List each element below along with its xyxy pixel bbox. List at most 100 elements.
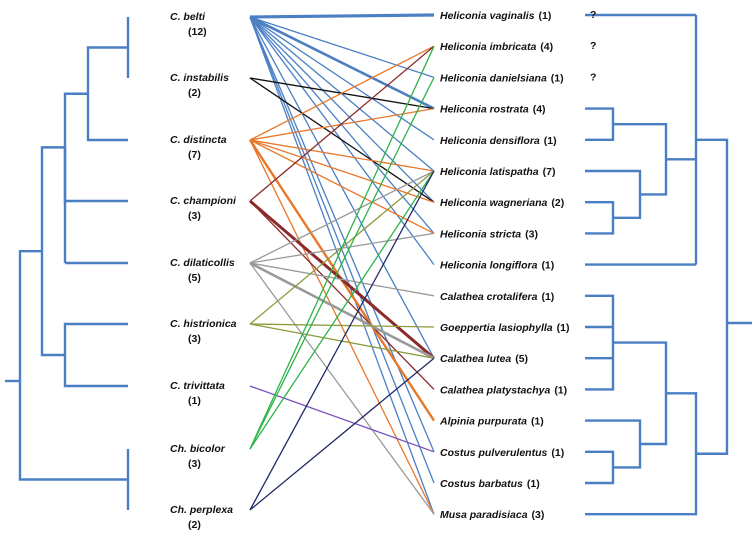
plant-labels: Heliconia vaginalis(1)?Heliconia imbrica…: [439, 9, 596, 521]
beetle-c-dilaticollis: C. dilaticollis(5): [170, 257, 235, 284]
plant-name: Costus barbatus: [440, 478, 523, 490]
clade-marantaceae: [585, 294, 615, 391]
plant-label: Heliconia longiflora(1): [440, 260, 554, 272]
beetle-c-distincta: C. distincta(7): [170, 134, 227, 161]
link-c-belti-heliconia-latispatha: [249, 16, 435, 172]
plant-name: Heliconia densiflora: [440, 135, 540, 147]
link-c-belti-heliconia-wagneriana: [249, 16, 435, 203]
plant-count: (4): [533, 104, 546, 116]
plant-label: Costus barbatus (1): [440, 478, 540, 490]
link-c-championi-heliconia-imbricata: [249, 45, 435, 202]
plant-name: Musa paradisiaca: [440, 509, 528, 521]
plant-label: Heliconia vaginalis(1): [440, 10, 551, 22]
plant-name: Calathea crotalifera: [440, 291, 538, 303]
link-c-distincta-heliconia-wagneriana: [249, 139, 435, 203]
link-ch-perplexa-calathea-lutea: [249, 357, 435, 511]
link-c-distincta-heliconia-stricta: [249, 139, 435, 234]
link-c-dilaticollis-musa-paradisiaca: [249, 262, 435, 515]
beetle-c-histrionica: C. histrionica(3): [170, 318, 237, 345]
plant-heliconia-rostrata: Heliconia rostrata (4): [440, 104, 546, 116]
plant-name: Heliconia vaginalis: [440, 10, 535, 22]
beetle-c-instabilis: C. instabilis(2): [170, 72, 229, 99]
beetle-phylogeny-tree: [5, 17, 130, 510]
link-ch-bicolor-heliconia-imbricata: [249, 45, 435, 450]
plant-count: (3): [525, 228, 538, 240]
plant-label: Costus pulverulentus(1): [440, 447, 564, 459]
plant-count: (5): [515, 353, 528, 365]
plant-label: Alpinia purpurata(1): [439, 416, 544, 428]
plant-goeppertia-lasiophylla: Goeppertia lasiophylla (1): [440, 322, 569, 334]
plant-label: Heliconia densiflora (1): [440, 135, 557, 147]
link-ch-perplexa-heliconia-latispatha: [249, 170, 435, 511]
beetle-c-belti: C. belti(12): [170, 11, 207, 38]
plant-label: Heliconia stricta(3): [440, 228, 538, 240]
plant-calathea-crotalifera: Calathea crotalifera(1): [440, 291, 554, 303]
plant-count: (2): [551, 197, 564, 209]
plant-name: Costus pulverulentus: [440, 447, 548, 459]
link-c-championi-calathea-platystachya: [249, 200, 435, 390]
plant-count: (4): [540, 41, 553, 53]
link-c-trivittata-costus-pulverulentus: [249, 385, 435, 453]
association-lines: [248, 13, 436, 515]
plant-label: Musa paradisiaca (3): [440, 509, 544, 521]
link-c-distincta-heliconia-imbricata: [249, 45, 435, 141]
beetle-name: Ch. bicolor: [170, 443, 226, 455]
beetle-count: (3): [188, 458, 201, 470]
beetle-name: C. distincta: [170, 134, 227, 146]
plant-heliconia-danielsiana: Heliconia danielsiana (1)?: [440, 71, 596, 84]
plant-count: (1): [531, 416, 544, 428]
link-c-distincta-musa-paradisiaca: [249, 139, 435, 515]
plant-count: (7): [543, 166, 556, 178]
beetle-count: (3): [188, 333, 201, 345]
link-c-dilaticollis-calathea-crotalifera: [249, 262, 435, 297]
plant-count: (1): [541, 291, 554, 303]
beetle-name: Ch. perplexa: [170, 504, 233, 516]
plant-count: (3): [532, 509, 545, 521]
link-c-dilaticollis-heliconia-latispatha: [249, 170, 435, 264]
beetle-labels: C. belti(12)C. instabilis(2)C. distincta…: [170, 11, 237, 531]
link-c-belti-musa-paradisiaca: [249, 16, 435, 515]
plant-phylogeny-tree: [585, 13, 752, 516]
link-c-belti-costus-pulverulentus: [249, 16, 435, 453]
beetle-name: C. belti: [170, 11, 206, 23]
beetle-name: C. instabilis: [170, 72, 229, 84]
plant-label: Calathea lutea (5): [440, 353, 528, 365]
plant-name: Heliconia danielsiana: [440, 72, 547, 84]
plant-heliconia-vaginalis: Heliconia vaginalis(1)?: [440, 9, 596, 22]
link-c-belti-heliconia-rostrata: [249, 15, 435, 110]
plant-count: (1): [551, 72, 564, 84]
beetle-count: (3): [188, 210, 201, 222]
plant-name: Goeppertia lasiophylla: [440, 322, 553, 334]
uncertain-mark: ?: [590, 40, 596, 52]
plant-heliconia-imbricata: Heliconia imbricata(4)?: [440, 40, 596, 53]
plant-name: Heliconia longiflora: [440, 260, 538, 272]
plant-name: Heliconia wagneriana: [440, 197, 548, 209]
plant-count: (1): [544, 135, 557, 147]
link-c-belti-heliconia-danielsiana: [249, 16, 435, 79]
plant-alpinia-purpurata: Alpinia purpurata(1): [439, 416, 544, 428]
beetle-name: C. dilaticollis: [170, 257, 235, 269]
plant-heliconia-stricta: Heliconia stricta(3): [440, 228, 538, 240]
beetle-c-trivittata: C. trivittata(1): [170, 380, 225, 407]
uncertain-mark: ?: [590, 71, 596, 83]
beetle-count: (2): [188, 519, 201, 531]
plant-count: (1): [527, 478, 540, 490]
plant-heliconia-longiflora: Heliconia longiflora(1): [440, 260, 554, 272]
plant-count: (1): [554, 384, 567, 396]
plant-label: Heliconia latispatha(7): [440, 166, 555, 178]
plant-count: (1): [557, 322, 570, 334]
plant-label: Heliconia wagneriana(2): [440, 197, 564, 209]
link-c-instabilis-heliconia-wagneriana: [249, 77, 435, 203]
plant-label: Goeppertia lasiophylla (1): [440, 322, 569, 334]
plant-heliconia-wagneriana: Heliconia wagneriana(2): [440, 197, 564, 209]
link-c-distincta-heliconia-latispatha: [249, 139, 435, 172]
plant-name: Calathea lutea: [440, 353, 511, 365]
beetle-c-championi: C. championi(3): [170, 195, 237, 222]
link-c-belti-costus-barbatus: [249, 16, 435, 484]
plant-name: Heliconia rostrata: [440, 104, 529, 116]
plant-costus-pulverulentus: Costus pulverulentus(1): [440, 447, 564, 459]
plant-label: Heliconia imbricata(4): [440, 41, 553, 53]
link-c-belti-calathea-lutea: [249, 16, 435, 359]
plant-heliconia-latispatha: Heliconia latispatha(7): [440, 166, 555, 178]
